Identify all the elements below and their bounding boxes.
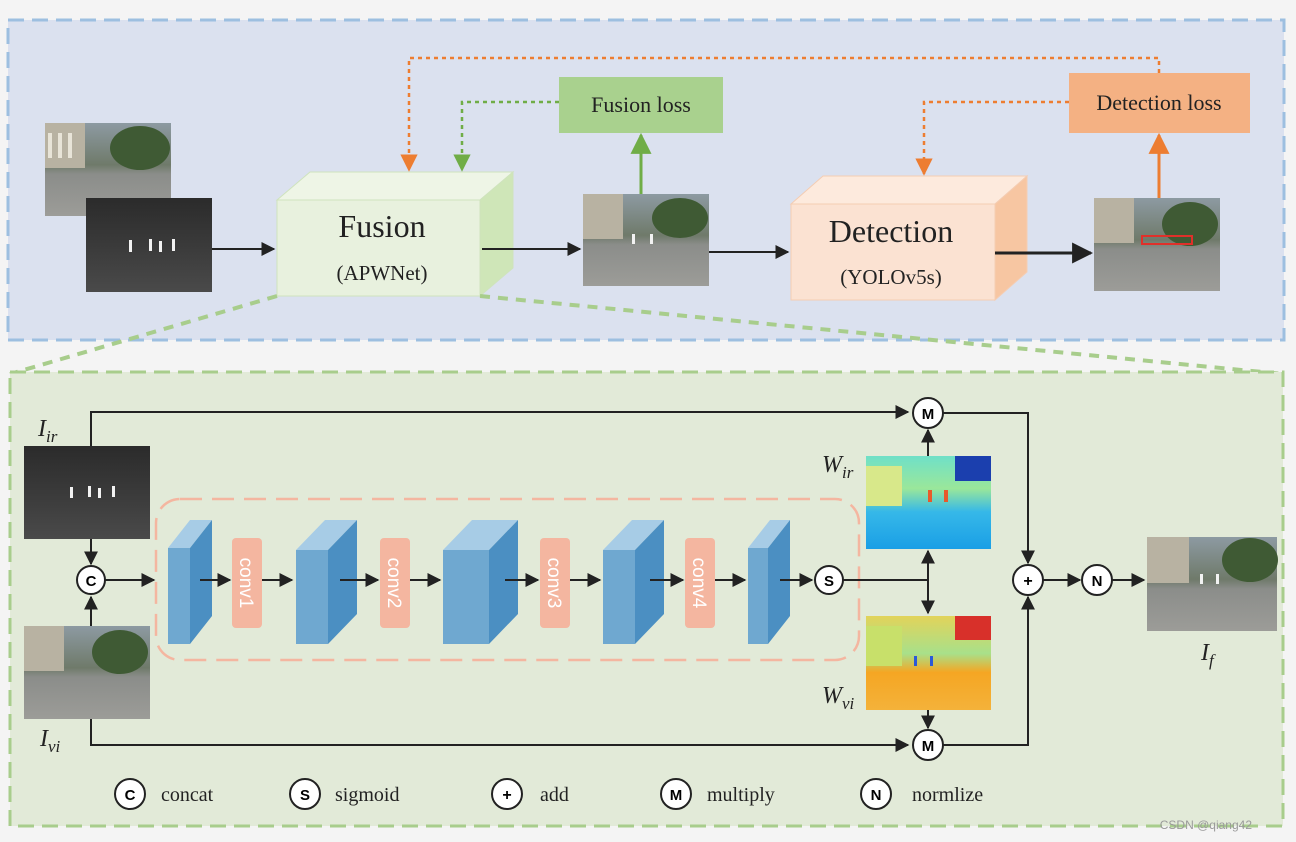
input-image-visible: [45, 123, 171, 216]
detection-loss-box: [1069, 73, 1250, 133]
multiply-op-ir-symbol: M: [922, 406, 935, 423]
sigmoid-op-symbol: S: [824, 573, 834, 590]
svg-text:normlize: normlize: [912, 784, 983, 806]
legend-item-multiply: M multiply: [660, 778, 775, 810]
vi-skip-line: [90, 719, 910, 752]
legend-item-normalize: N normlize: [860, 778, 983, 810]
ir-skip-line: [90, 405, 910, 446]
zoom-connector-right: [479, 294, 1284, 376]
svg-text:S: S: [300, 787, 310, 804]
fusion-loss-label: Fusion loss: [591, 92, 691, 117]
input-ir-image: [24, 446, 150, 539]
output-label: If: [1200, 640, 1216, 670]
arrow-multiply-ir-to-add: [943, 412, 1035, 565]
svg-text:multiply: multiply: [707, 784, 775, 806]
output-image: [1147, 537, 1278, 631]
svg-text:N: N: [871, 787, 882, 804]
concat-op-symbol: C: [86, 573, 97, 590]
detection-box: [789, 174, 1029, 302]
add-op-symbol: +: [1023, 573, 1032, 590]
conv1-label: conv1: [235, 558, 256, 609]
svg-text:M: M: [670, 787, 683, 804]
multiply-op-vi-symbol: M: [922, 738, 935, 755]
detection-subtitle: (YOLOv5s): [840, 265, 941, 289]
input-image-infrared: [86, 198, 212, 292]
conv4-box: [685, 538, 715, 628]
fusion-loss-feedback: [453, 100, 559, 172]
detection-result-image: [1094, 198, 1220, 291]
conv3-label: conv3: [543, 558, 564, 609]
feature-block-3: [443, 520, 518, 644]
weight-ir-label: Wir: [822, 452, 854, 482]
normalize-op-symbol: N: [1092, 573, 1103, 590]
conv1-box: [232, 538, 262, 628]
fusion-box: [275, 170, 515, 298]
fusion-subtitle: (APWNet): [337, 261, 428, 285]
conv2-label: conv2: [383, 558, 404, 609]
input-ir-label: Iir: [37, 416, 58, 446]
conv2-box: [380, 538, 410, 628]
svg-text:add: add: [540, 784, 569, 806]
feature-block-1: [168, 520, 212, 644]
fusion-loss-box: [559, 77, 723, 133]
svg-text:C: C: [125, 787, 136, 804]
watermark: CSDN @qiang42: [1159, 818, 1252, 832]
input-vi-image: [24, 626, 150, 719]
feature-block-4: [603, 520, 664, 644]
weight-vi-label: Wvi: [822, 683, 855, 713]
weight-map-vi: [866, 616, 991, 710]
weight-map-ir: [866, 456, 991, 549]
legend-item-add: + add: [491, 778, 569, 810]
conv4-label: conv4: [688, 558, 709, 609]
detection-loss-feedback-detection: [915, 100, 1069, 176]
fusion-title: Fusion: [338, 208, 425, 244]
arrow-multiply-vi-to-add: [943, 595, 1035, 746]
conv3-box: [540, 538, 570, 628]
detection-title: Detection: [829, 213, 953, 249]
feature-block-2: [296, 520, 357, 644]
fused-image: [583, 194, 709, 286]
feature-block-5: [748, 520, 790, 644]
input-vi-label: Ivi: [39, 726, 61, 756]
svg-text:+: +: [502, 787, 511, 804]
legend-item-concat: C concat: [114, 778, 214, 810]
legend: C concat S sigmoid + add M multiply N no…: [114, 778, 983, 810]
svg-text:sigmoid: sigmoid: [335, 784, 399, 806]
detection-loss-label: Detection loss: [1096, 90, 1221, 115]
legend-item-sigmoid: S sigmoid: [289, 778, 399, 810]
svg-text:concat: concat: [161, 784, 214, 806]
